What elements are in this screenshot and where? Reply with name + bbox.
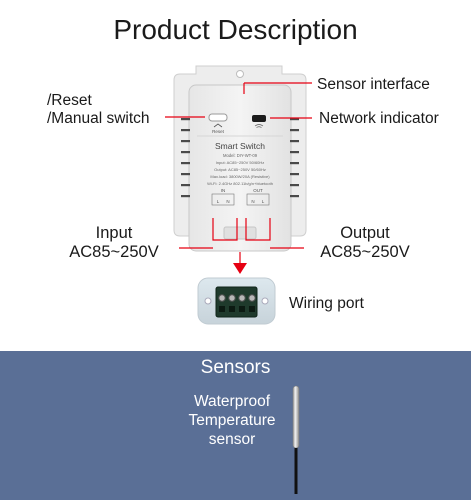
- sensors-band: [0, 351, 471, 500]
- page-title: Product Description: [113, 14, 358, 45]
- terminal-in-l: L: [217, 199, 220, 204]
- device-in-label: IN: [221, 188, 226, 193]
- terminal-out-n: N: [251, 199, 254, 204]
- terminal-block: [215, 286, 258, 318]
- wifi-icon: [254, 124, 264, 128]
- sensor-interface-label: Sensor interface: [317, 76, 430, 93]
- cable-clamp: [223, 226, 257, 240]
- network-indicator-label: Network indicator: [319, 110, 439, 127]
- reset-arrow-icon: [213, 123, 223, 128]
- mounting-hole: [236, 70, 244, 78]
- device-illustration: Reset Smart Switch Model: DIY-WT-09 Inpu…: [165, 65, 312, 325]
- down-arrow-icon: [233, 263, 247, 274]
- reset-text: Reset: [212, 129, 225, 134]
- wiring-port-screw-left: [204, 297, 212, 305]
- output-voltage: AC85~250V: [320, 243, 410, 261]
- wiring-port-label: Wiring port: [289, 295, 364, 312]
- device-input-spec: Input: AC85~250V 50/60Hz: [216, 160, 265, 165]
- terminal-screws: [218, 294, 256, 312]
- device-wifi-spec: Wi-Fi: 2.4GHz 802.11b/g/n+bluetooth: [207, 181, 273, 186]
- device-name: Smart Switch: [215, 141, 265, 151]
- reset-label: /Reset: [47, 92, 92, 109]
- probe-description: Waterproof Temperature sensor: [168, 392, 296, 449]
- device-in-terminal-box: [211, 193, 235, 206]
- probe-line-3: sensor: [208, 431, 256, 448]
- sensors-title: Sensors: [200, 357, 271, 378]
- probe-cable: [294, 448, 298, 494]
- manual-switch-label: /Manual switch: [47, 110, 150, 127]
- output-label: Output AC85~250V: [305, 224, 425, 262]
- probe-line-2: Temperature: [188, 412, 276, 429]
- reset-button[interactable]: [208, 113, 228, 122]
- input-label-title: Input: [95, 224, 133, 242]
- wiring-port-screw-right: [261, 297, 269, 305]
- probe-line-1: Waterproof: [193, 393, 271, 410]
- vent-slots: [181, 118, 299, 198]
- device-out-terminal-box: [246, 193, 270, 206]
- output-label-title: Output: [340, 224, 390, 242]
- terminal-in-n: N: [226, 199, 229, 204]
- annotation-lines: [165, 82, 312, 263]
- temperature-probe: [292, 385, 300, 494]
- terminal-out-l: L: [262, 199, 265, 204]
- device-max-load: Max.load: 3800W/20A (Resistive): [210, 174, 270, 179]
- device-output-spec: Output: AC85~250V 50/60Hz: [214, 167, 266, 172]
- network-indicator-led: [252, 115, 266, 122]
- device-out-label: OUT: [253, 188, 263, 193]
- probe-tube: [292, 385, 300, 449]
- input-label: Input AC85~250V: [54, 224, 174, 262]
- input-voltage: AC85~250V: [69, 243, 159, 261]
- device-model: Model: DIY-WT-09: [223, 153, 258, 158]
